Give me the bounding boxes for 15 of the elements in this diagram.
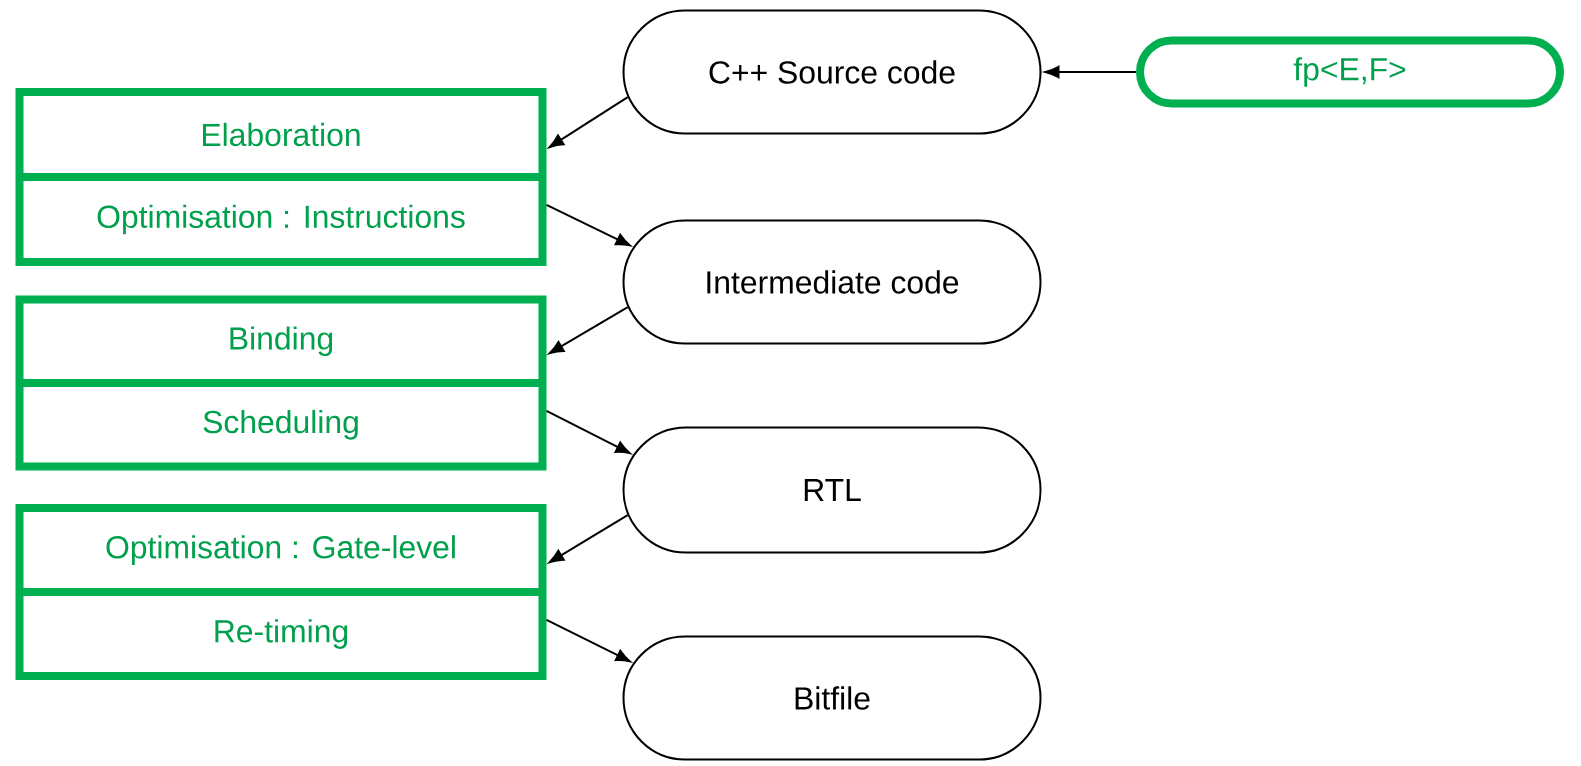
stage-box: Optimisation : Gate-level Re-timing <box>15 504 547 680</box>
stage-box: Binding Scheduling <box>15 295 547 471</box>
arrow <box>548 514 629 564</box>
arrow <box>1044 65 1137 79</box>
arrow <box>545 409 631 455</box>
rounded-box: fp<E,F> <box>1136 36 1564 108</box>
arrow <box>545 203 631 247</box>
rounded-box: Intermediate code <box>622 219 1042 345</box>
arrow <box>548 306 629 355</box>
stage-box: Elaboration Optimisation : Instructions <box>15 88 547 266</box>
arrow <box>545 618 631 663</box>
rounded-box: RTL <box>622 426 1042 554</box>
arrow <box>548 96 629 148</box>
rounded-box: Bitfile <box>622 635 1042 761</box>
rounded-box: C++ Source code <box>622 9 1042 135</box>
